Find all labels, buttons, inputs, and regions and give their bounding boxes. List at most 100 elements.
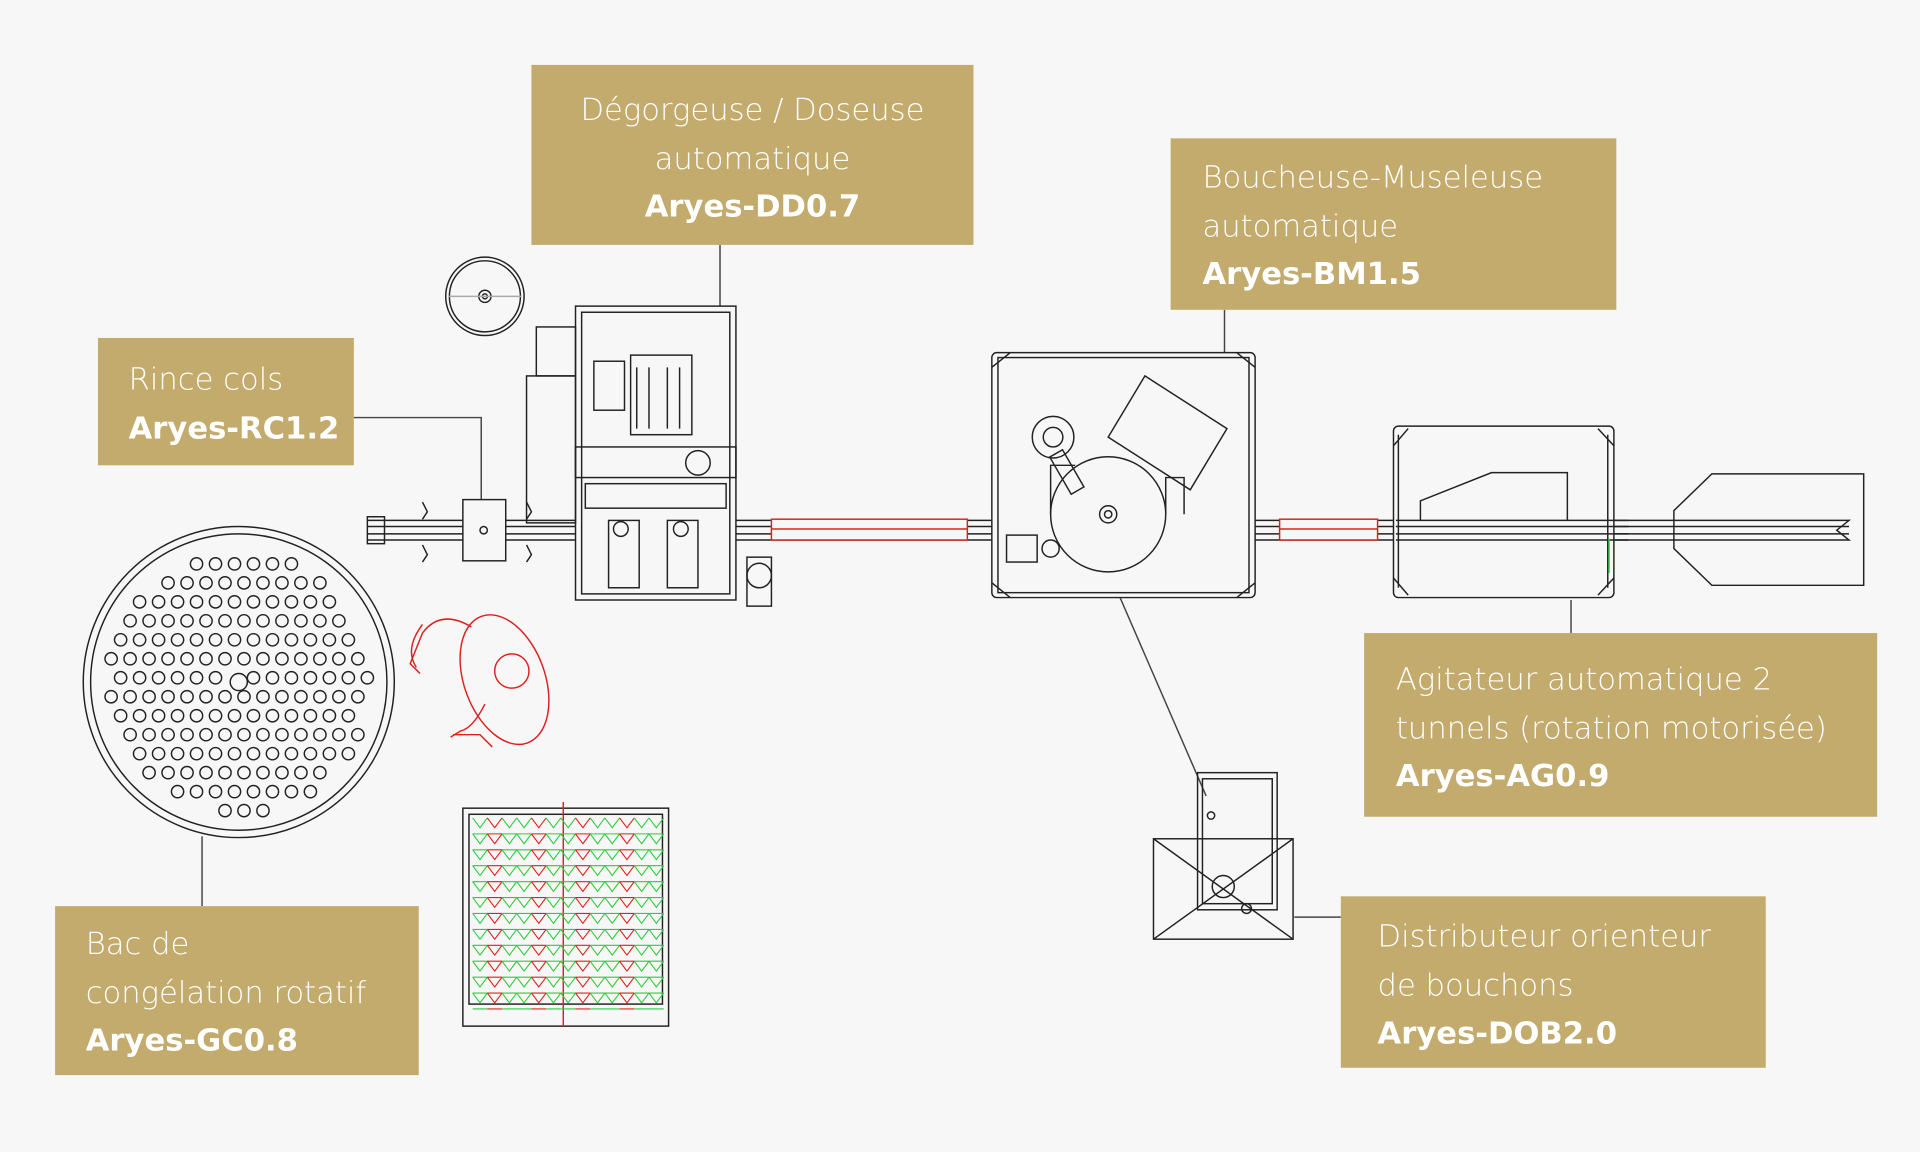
rack-cell	[560, 817, 576, 835]
rack-cell	[545, 817, 562, 835]
rack-cell	[575, 881, 591, 899]
bottle-hole	[275, 613, 289, 628]
rack-cell	[530, 929, 547, 946]
rack-cell	[604, 960, 621, 978]
rack-cell	[486, 992, 503, 1010]
bottle-hole	[256, 651, 270, 666]
model-name: Aryes-AG0.9	[1395, 757, 1610, 794]
bottle-hole	[256, 613, 270, 628]
label-line: Dégorgeuse / Doseuse	[580, 91, 925, 128]
rack-cell	[619, 833, 635, 851]
label-line: Distributeur orienteur	[1377, 918, 1711, 954]
bottle-hole	[218, 651, 232, 666]
bottle-hole	[180, 765, 194, 780]
rack-cell	[472, 944, 488, 962]
bottle-hole	[104, 651, 118, 666]
rack-cell	[648, 944, 665, 962]
neck-rinser-machine	[421, 498, 533, 563]
bottle-hole	[246, 670, 261, 685]
rotary-freezing-tank	[82, 525, 396, 839]
bottle-hole	[265, 784, 280, 799]
label-neck-rinser: Rince cols Aryes-RC1.2	[97, 337, 354, 466]
rack-cell	[633, 992, 650, 1010]
rack-cell	[545, 929, 562, 946]
bottle-hole	[218, 727, 232, 742]
bottle-hole	[237, 765, 251, 780]
model-name: Aryes-GC0.8	[85, 1022, 298, 1058]
bottle-hole	[218, 576, 232, 590]
bottle-hole	[256, 689, 270, 704]
model-name: Aryes-DOB2.0	[1377, 1015, 1618, 1051]
rack-cell	[619, 817, 635, 835]
bottle-hole	[113, 632, 128, 647]
bottle-hole	[151, 632, 166, 647]
bottle-hole	[313, 727, 327, 742]
label-cork-distributor: Distributeur orienteur de bouchons Aryes…	[1340, 896, 1766, 1068]
bottle-hole	[161, 689, 175, 704]
bottle-hole	[265, 746, 280, 761]
bottle-hole	[151, 594, 166, 609]
rack-cell	[486, 913, 503, 930]
rack-cell	[486, 944, 503, 962]
rack-cell	[501, 976, 518, 994]
rack-cell	[589, 817, 606, 835]
label-line: tunnels (rotation motorisée)	[1395, 709, 1827, 746]
rack-cell	[633, 897, 650, 915]
bottle-hole	[246, 708, 261, 723]
bottle-hole	[237, 689, 251, 704]
rack-cell	[604, 881, 621, 899]
bottle-hole	[284, 594, 299, 609]
bottle-hole	[113, 670, 128, 685]
rack-cell	[619, 881, 635, 899]
bottle-hole	[170, 670, 185, 685]
bottle-hole	[161, 613, 175, 628]
bottle-hole	[237, 727, 251, 742]
bottle-hole	[189, 670, 204, 685]
rack-cell	[648, 881, 665, 899]
rack-cell	[516, 992, 532, 1010]
label-freezing-tank: Bac de congélation rotatif Aryes-GC0.8	[55, 906, 419, 1076]
bottle-hole	[199, 651, 213, 666]
bottle-hole	[227, 557, 242, 571]
rack-cell	[648, 865, 665, 883]
rack-cell	[575, 913, 591, 930]
rack-cell	[633, 929, 650, 946]
rack-cell	[516, 881, 532, 899]
rack-cell	[530, 944, 547, 962]
rack-cell	[530, 865, 547, 883]
bottle-hole	[313, 689, 327, 704]
operator-figure	[409, 614, 550, 748]
rack-cell	[619, 897, 635, 915]
rack-cell	[486, 865, 503, 883]
rack-cell	[604, 897, 621, 915]
rack-cell	[604, 849, 621, 867]
rack-cell	[486, 833, 503, 851]
rack-cell	[545, 833, 562, 851]
bottle-hole	[275, 765, 289, 780]
bottle-hole	[208, 632, 223, 647]
rack-cell	[501, 913, 518, 930]
output-table	[1673, 473, 1865, 587]
rack-cell	[516, 929, 532, 946]
agitator-machine	[1392, 425, 1629, 599]
bottle-hole	[208, 670, 223, 685]
rack-cell	[633, 913, 650, 930]
bottle-hole	[189, 632, 204, 647]
bottle-rack	[462, 802, 670, 1027]
rack-cell	[560, 913, 576, 930]
bottle-hole	[303, 594, 318, 609]
bottle-hole	[246, 594, 261, 609]
rack-cell	[501, 960, 518, 978]
rack-cell	[501, 944, 518, 962]
rack-cell	[560, 833, 576, 851]
bottle-hole	[265, 557, 280, 571]
rack-cell	[530, 817, 547, 835]
label-line: Bac de	[85, 925, 190, 962]
model-name: Aryes-BM1.5	[1202, 255, 1421, 292]
bottle-hole	[199, 689, 213, 704]
bottle-hole	[303, 670, 318, 685]
bottle-hole	[123, 689, 137, 704]
rack-cell	[648, 960, 665, 978]
bottle-hole	[294, 727, 308, 742]
rack-cell	[472, 897, 488, 915]
